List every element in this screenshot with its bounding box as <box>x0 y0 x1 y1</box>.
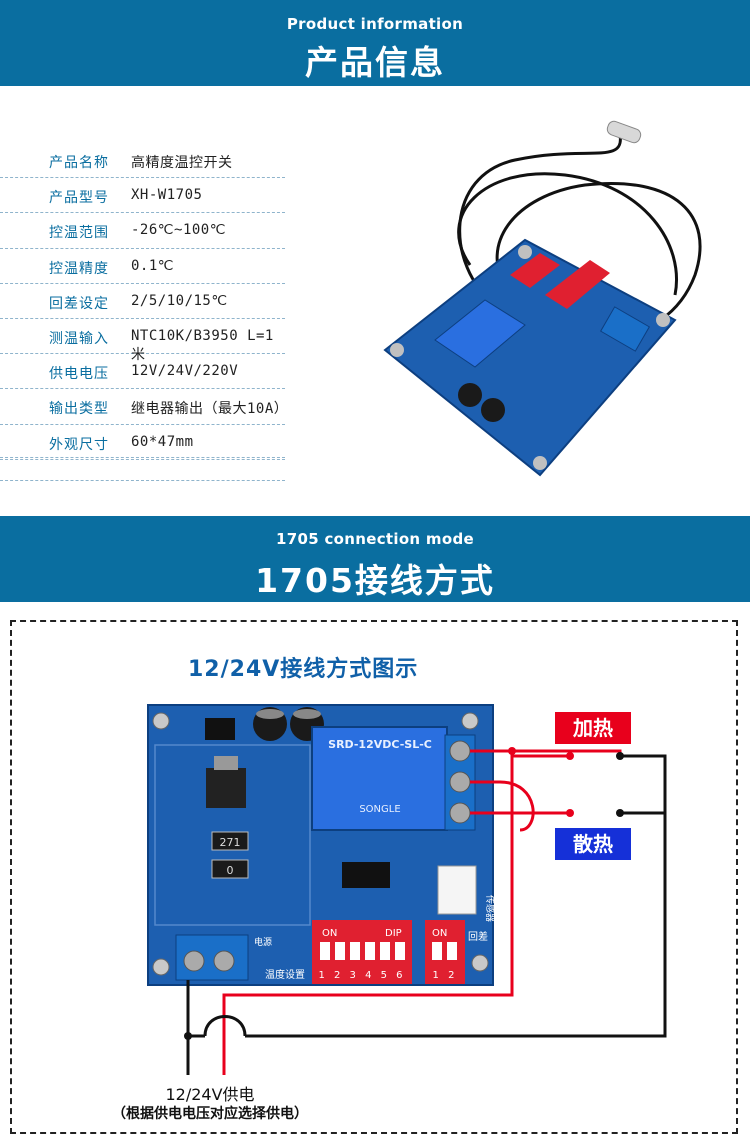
relay-model-text: SRD-12VDC-SL-C <box>328 738 432 751</box>
product-info-banner: Product information 产品信息 <box>0 0 750 86</box>
spec-row: 供电电压 12V/24V/220V <box>0 354 285 390</box>
spec-table: 产品名称 高精度温控开关 产品型号 XH-W1705 控温范围 -26℃~100℃ 控… <box>0 143 289 460</box>
spec-value: -26℃~100℃ <box>131 222 226 239</box>
banner-zh-title: 产品信息 <box>305 43 445 82</box>
supply-label: 12/24V供电 <box>165 1085 255 1104</box>
banner-zh-title: 1705接线方式 <box>255 561 495 600</box>
dip-on-label: ON <box>432 928 447 939</box>
spec-key: 控温精度 <box>49 260 109 277</box>
relay-brand-text: SONGLE <box>359 804 400 815</box>
dip-numbers: 1 2 <box>433 970 458 981</box>
mcu-chip <box>342 862 390 888</box>
spec-value: 12V/24V/220V <box>131 363 239 380</box>
spec-row: 控温精度 0.1℃ <box>0 249 285 284</box>
chip <box>205 718 235 740</box>
supply-note: （根据供电电压对应选择供电） <box>112 1106 308 1122</box>
resistor-271-label: 271 <box>220 836 241 849</box>
hysteresis-label: 回差 <box>468 930 488 943</box>
dip-on-label: ON <box>322 928 337 939</box>
diagram-title: 12/24V接线方式图示 <box>188 657 419 682</box>
sensor-connector <box>437 865 477 915</box>
divider <box>0 457 285 458</box>
banner-en-title: 1705 connection mode <box>276 530 474 548</box>
spec-value: 高精度温控开关 <box>131 155 233 171</box>
regulator <box>206 768 246 808</box>
cool-node <box>566 809 574 817</box>
spec-key: 供电电压 <box>49 366 109 383</box>
spec-value: XH-W1705 <box>131 187 203 204</box>
spec-value: 2/5/10/15℃ <box>131 292 228 309</box>
mounting-hole <box>152 712 170 730</box>
wiring-diagram-frame <box>10 620 738 1134</box>
spec-row: 产品名称 高精度温控开关 <box>0 143 285 179</box>
spec-row: 测温输入 NTC10K/B3950 L=1米 <box>0 319 285 363</box>
spec-value: 0.1℃ <box>131 257 175 274</box>
power-label: 电源 <box>254 936 272 948</box>
spec-row: 回差设定 2/5/10/15℃ <box>0 284 285 319</box>
spec-row: 控温范围 -26℃~100℃ <box>0 213 285 249</box>
spec-key: 输出类型 <box>49 401 109 418</box>
mounting-hole <box>152 958 170 976</box>
banner-en-title: Product information <box>286 15 464 33</box>
dip-label: DIP <box>385 928 402 939</box>
spec-row: 输出类型 继电器输出（最大10A） <box>0 389 289 425</box>
spec-key: 控温范围 <box>49 225 109 242</box>
relay <box>311 726 448 831</box>
mounting-hole <box>471 954 489 972</box>
dip-numbers: 1 2 3 4 5 6 <box>318 970 405 981</box>
connection-mode-banner: 1705 connection mode 1705接线方式 <box>0 516 750 602</box>
spec-key: 回差设定 <box>49 295 109 312</box>
dip-switch-2 <box>425 920 465 984</box>
spec-key: 测温输入 <box>49 330 109 347</box>
spec-row: 外观尺寸 60*47mm <box>0 425 285 460</box>
spec-row: 产品型号 XH-W1705 <box>0 178 285 214</box>
heat-label: 加热 <box>555 712 631 744</box>
spec-key: 外观尺寸 <box>49 436 109 453</box>
resistor-0 <box>211 859 249 879</box>
sensor-label: 传感器 <box>484 895 496 922</box>
spec-value: 继电器输出（最大10A） <box>131 401 289 418</box>
spec-key: 产品名称 <box>49 155 109 171</box>
temp-setting-label: 温度设置 <box>265 968 305 981</box>
resistor-271 <box>211 831 249 851</box>
spec-key: 产品型号 <box>49 190 109 207</box>
mounting-hole <box>461 712 479 730</box>
spec-value: 60*47mm <box>131 433 194 450</box>
product-photo <box>383 120 702 477</box>
resistor-0-label: 0 <box>227 864 234 877</box>
spec-value: NTC10K/B3950 L=1米 <box>131 327 274 363</box>
divider <box>0 480 285 481</box>
cool-label: 散热 <box>555 828 631 860</box>
